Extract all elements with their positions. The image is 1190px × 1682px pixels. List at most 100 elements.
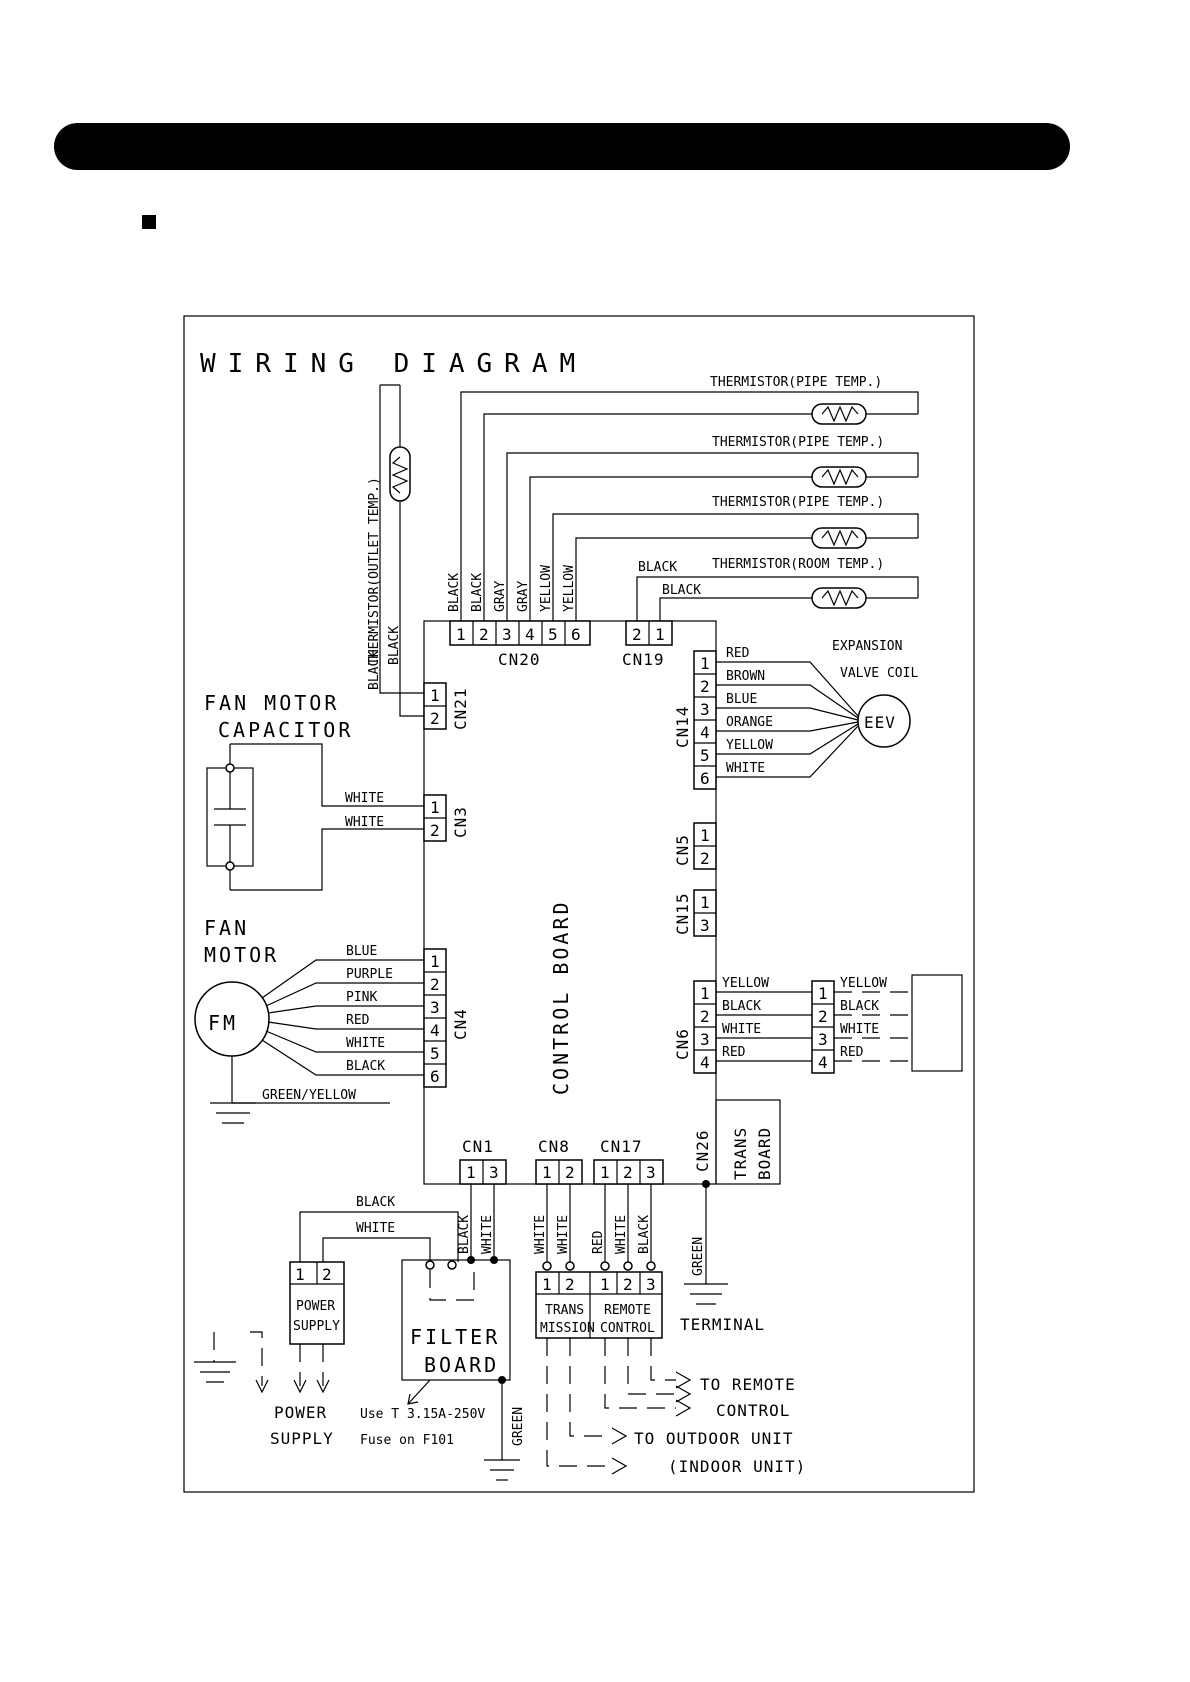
svg-text:WHITE: WHITE (722, 1022, 761, 1037)
svg-text:BROWN: BROWN (726, 669, 765, 684)
svg-text:1: 1 (700, 984, 711, 1003)
svg-text:YELLOW: YELLOW (840, 976, 887, 991)
cn19-wire-label-1: BLACK (638, 560, 677, 575)
fuse-note-1: Use T 3.15A-250V (360, 1407, 485, 1422)
svg-text:1: 1 (466, 1163, 477, 1182)
cn20-wiring (460, 391, 919, 621)
fan-motor-label-1: FAN (204, 916, 249, 940)
eev-label: EEV (864, 713, 896, 732)
svg-text:3: 3 (646, 1163, 657, 1182)
svg-text:RED: RED (840, 1045, 864, 1060)
svg-text:4: 4 (700, 1053, 711, 1072)
svg-text:BLUE: BLUE (726, 692, 757, 707)
cn5-pins: 12 (693, 822, 717, 870)
svg-text:BLACK: BLACK (722, 999, 761, 1014)
cn21-label: CN21 (451, 687, 470, 730)
cn6-wire-labels: YELLOW BLACK WHITE RED (722, 976, 769, 1060)
section-header-bar (54, 123, 1070, 170)
board-ground-label: GREEN (691, 1237, 706, 1276)
svg-text:2: 2 (479, 625, 490, 644)
cn20-label: CN20 (498, 650, 541, 669)
control-board-label: CONTROL BOARD (549, 899, 573, 1095)
svg-text:WHITE: WHITE (840, 1022, 879, 1037)
eev-title-1: EXPANSION (832, 639, 902, 654)
svg-text:RED: RED (726, 646, 750, 661)
svg-text:3: 3 (818, 1030, 829, 1049)
power-wire-label-2: WHITE (356, 1221, 395, 1236)
svg-text:GRAY: GRAY (493, 581, 508, 612)
power-supply-outputs (194, 1331, 330, 1394)
cn6-ext-wire-labels: YELLOW BLACK WHITE RED (840, 976, 887, 1060)
cn15-label: CN15 (673, 892, 692, 935)
trans-board-label-2: BOARD (755, 1127, 774, 1180)
svg-text:5: 5 (700, 746, 711, 765)
cn14-pins: 123 456 (693, 650, 717, 790)
thermistor-outlet-label: THERMISTOR(OUTLET TEMP.) (367, 477, 382, 665)
svg-text:BLACK: BLACK (840, 999, 879, 1014)
svg-text:2: 2 (700, 1007, 711, 1026)
to-remote-label-1: TO REMOTE (700, 1375, 796, 1394)
cn3-pins: 12 (423, 794, 447, 842)
power-supply-label-2: SUPPLY (270, 1429, 334, 1448)
thermistor-pipe-label-1: THERMISTOR(PIPE TEMP.) (710, 375, 882, 390)
svg-text:1: 1 (655, 625, 666, 644)
svg-text:3: 3 (502, 625, 513, 644)
cn3-wire-label-1: WHITE (345, 791, 384, 806)
fan-capacitor-label-1: FAN MOTOR (204, 691, 339, 715)
cn4-pins: 123 456 (423, 948, 447, 1088)
remote-control-block-label-1: REMOTE (604, 1303, 651, 1318)
filter-board-label-1: FILTER (410, 1325, 500, 1349)
svg-text:PURPLE: PURPLE (346, 967, 393, 982)
svg-text:1: 1 (430, 686, 441, 705)
svg-text:WHITE: WHITE (346, 1036, 385, 1051)
svg-text:3: 3 (646, 1275, 657, 1294)
svg-text:BLACK: BLACK (346, 1059, 385, 1074)
svg-text:2: 2 (430, 975, 441, 994)
cn21-wire-label-2: BLACK (387, 626, 402, 665)
svg-text:BLUE: BLUE (346, 944, 377, 959)
cn19-wire-label-2: BLACK (662, 583, 701, 598)
svg-text:2: 2 (623, 1275, 634, 1294)
to-remote-label-2: CONTROL (716, 1401, 790, 1420)
svg-text:3: 3 (489, 1163, 500, 1182)
svg-text:5: 5 (430, 1044, 441, 1063)
cn14-wire-labels: RED BROWN BLUE ORANGE YELLOW WHITE (726, 646, 773, 776)
diagram-title: WIRING DIAGRAM (200, 349, 587, 379)
svg-text:3: 3 (700, 1030, 711, 1049)
cn1-wire-label-1: BLACK (457, 1215, 472, 1254)
diagram-frame (183, 315, 975, 1493)
terminal-label: TERMINAL (680, 1315, 765, 1334)
svg-text:RED: RED (591, 1230, 606, 1254)
power-supply-label-1: POWER (274, 1403, 327, 1422)
cn17-label: CN17 (600, 1137, 643, 1156)
cn14-wiring (716, 661, 859, 778)
board-ground (684, 1180, 728, 1305)
svg-text:1: 1 (600, 1163, 611, 1182)
svg-text:5: 5 (548, 625, 559, 644)
svg-text:6: 6 (430, 1067, 441, 1086)
trans-board (715, 1099, 781, 1185)
svg-text:4: 4 (818, 1053, 829, 1072)
svg-text:2: 2 (565, 1275, 576, 1294)
svg-text:1: 1 (700, 654, 711, 673)
svg-text:1: 1 (430, 952, 441, 971)
fan-motor-label-2: MOTOR (204, 943, 279, 967)
cn19-label: CN19 (622, 650, 665, 669)
cn8-cn17-wiring (542, 1184, 656, 1271)
svg-text:GRAY: GRAY (516, 581, 531, 612)
fan-capacitor-label-2: CAPACITOR (218, 718, 353, 742)
svg-text:4: 4 (430, 1021, 441, 1040)
eev-title-2: VALVE COIL (840, 666, 918, 681)
cn8-label: CN8 (538, 1137, 570, 1156)
svg-text:BLACK: BLACK (470, 573, 485, 612)
fan-capacitor-symbol (206, 743, 424, 891)
remote-control-block-label-2: CONTROL (600, 1321, 655, 1336)
svg-text:3: 3 (700, 916, 711, 935)
